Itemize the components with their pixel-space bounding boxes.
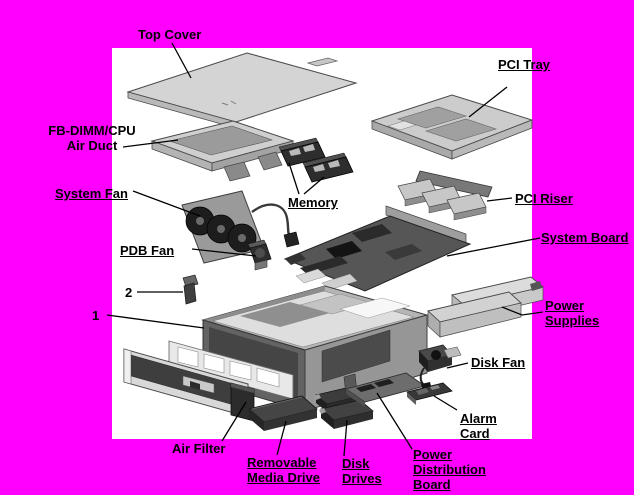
leader-line-system-board: [446, 237, 541, 257]
power-supplies-part: [427, 276, 544, 338]
leader-line-system-fan: [132, 190, 201, 217]
disk-fan-part: [418, 344, 462, 392]
leader-line-pci-tray: [468, 86, 508, 118]
leader-line-pci-riser: [486, 197, 513, 202]
label-pci-tray[interactable]: PCI Tray: [498, 57, 551, 72]
air-duct-part: [150, 120, 295, 182]
label-air-filter: Air Filter: [172, 441, 226, 456]
label-pdb-fan[interactable]: PDB Fan: [120, 243, 175, 258]
leader-line-removable-media-drive: [276, 420, 287, 456]
pci-riser-part: [397, 170, 493, 221]
leader-line-fb-dimm-air-duct: [122, 139, 179, 148]
bracket-item-2-part: [182, 274, 199, 305]
label-item-2: 2: [125, 285, 133, 300]
leader-line-disk-fan: [446, 362, 469, 369]
top-cover-part: [126, 52, 358, 129]
leader-line-top-cover: [171, 42, 192, 79]
memory-dimms-part: [278, 137, 354, 183]
leader-line-power-distribution-board: [376, 392, 413, 450]
leader-line-disk-drives: [343, 419, 348, 457]
leader-line-alarm-card: [433, 395, 458, 411]
leader-line-memory-2: [303, 176, 325, 195]
system-fan-part: [181, 190, 300, 264]
pci-tray-part: [370, 94, 534, 160]
leader-line-power-supplies: [501, 306, 544, 316]
label-alarm-card[interactable]: Alarm Card: [460, 411, 497, 441]
label-removable-media-drive[interactable]: Removable Media Drive: [247, 455, 320, 485]
label-fb-dimm-air-duct: FB-DIMM/CPU Air Duct: [48, 123, 136, 153]
label-pci-riser[interactable]: PCI Riser: [515, 191, 573, 206]
label-top-cover: Top Cover: [138, 27, 202, 42]
label-power-distribution-board[interactable]: Power Distribution Board: [413, 447, 486, 492]
label-disk-drives[interactable]: Disk Drives: [342, 456, 382, 486]
label-power-supplies[interactable]: Power Supplies: [545, 298, 600, 328]
label-system-fan[interactable]: System Fan: [55, 186, 128, 201]
removable-media-drive-part: [248, 395, 318, 431]
label-memory[interactable]: Memory: [288, 195, 338, 210]
system-board-part: [283, 205, 472, 292]
alarm-card-part: [406, 382, 453, 405]
label-item-1: 1: [92, 308, 100, 323]
pdb-fan-part: [247, 239, 272, 271]
label-system-board[interactable]: System Board: [541, 230, 629, 245]
leader-line-item-1: [106, 314, 205, 329]
leader-line-air-filter: [221, 401, 247, 442]
leader-line-pdb-fan: [191, 248, 257, 257]
bezel-frame-part: [168, 340, 294, 400]
label-disk-fan[interactable]: Disk Fan: [471, 355, 526, 370]
leader-line-memory-1: [288, 162, 300, 195]
